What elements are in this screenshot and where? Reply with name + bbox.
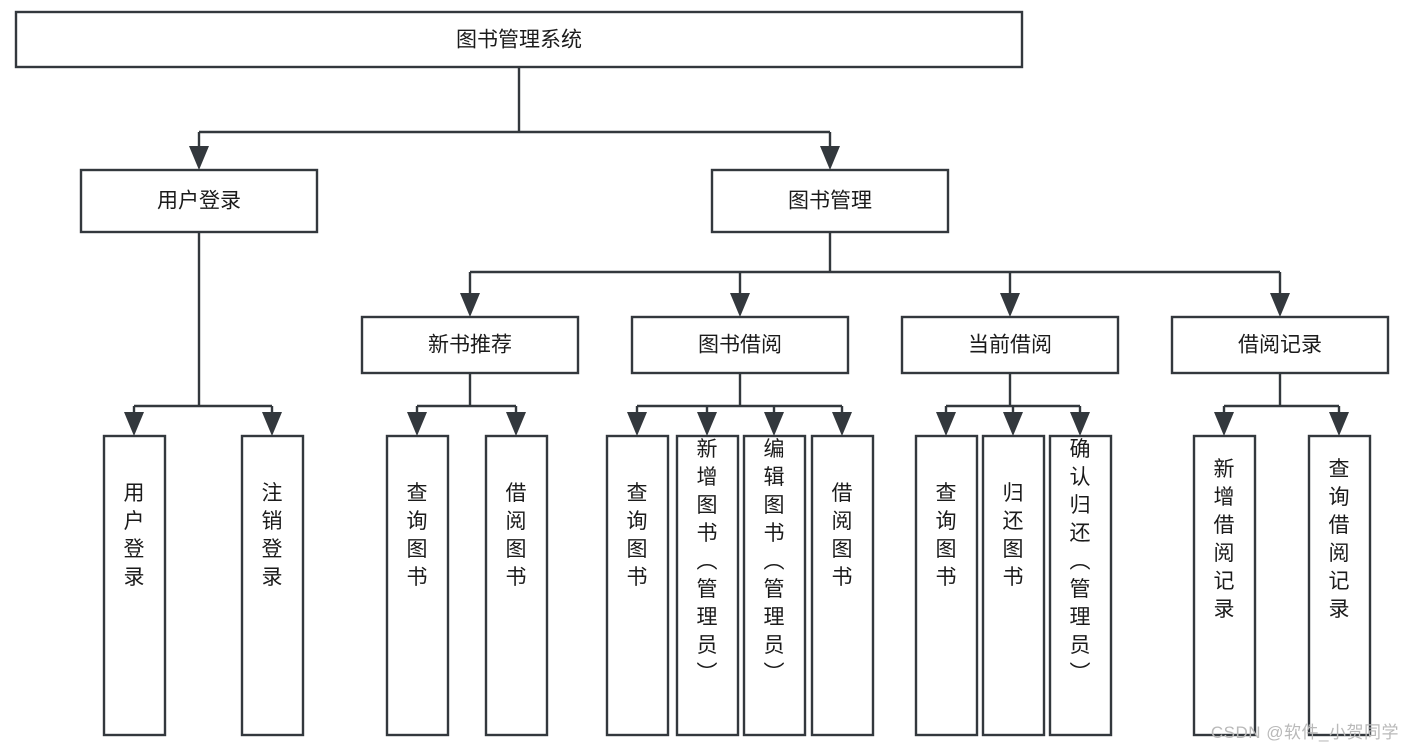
leaf-add-book-box[interactable] bbox=[675, 434, 740, 737]
node-borrow-record-label: 借阅记录 bbox=[1238, 334, 1322, 357]
leaf-confirm-return-label: 确认归还︵管理员︶ bbox=[1070, 438, 1091, 685]
node-new-book-rec-box[interactable] bbox=[360, 315, 580, 375]
leaf-query-book-3-box[interactable] bbox=[914, 434, 979, 737]
node-user-login-label: 用户登录 bbox=[157, 190, 241, 213]
arrow-root-to-book-manage bbox=[820, 146, 840, 170]
leaf-borrow-book-1-label: 借阅图书 bbox=[506, 482, 527, 589]
node-current-borrow[interactable]: 当前借阅 bbox=[900, 315, 1120, 375]
leaf-add-record[interactable]: 新增借阅记录 bbox=[1192, 434, 1257, 737]
connector-group-root bbox=[189, 67, 840, 170]
arrow-cb-to-leaf-3 bbox=[1070, 412, 1090, 436]
leaf-query-record-label: 查询借阅记录 bbox=[1329, 458, 1350, 621]
arrow-bb-to-leaf-3 bbox=[764, 412, 784, 436]
leaf-return-book-box[interactable] bbox=[981, 434, 1046, 737]
arrow-bb-to-leaf-4 bbox=[832, 412, 852, 436]
connector-group-book-borrow bbox=[627, 373, 852, 436]
arrow-cb-to-leaf-2 bbox=[1003, 412, 1023, 436]
node-book-manage-box[interactable] bbox=[710, 168, 950, 234]
arrow-ul-to-leaf-1 bbox=[124, 412, 144, 436]
leaf-add-book-label: 新增图书︵管理员︶ bbox=[697, 438, 718, 685]
leaf-query-book-1[interactable]: 查询图书 bbox=[385, 434, 450, 737]
node-book-borrow-box[interactable] bbox=[630, 315, 850, 375]
arrow-bm-to-book-borrow bbox=[730, 293, 750, 317]
leaf-return-book[interactable]: 归还图书 bbox=[981, 434, 1046, 737]
leaf-user-login-label: 用户登录 bbox=[124, 482, 145, 589]
leaf-query-book-1-box[interactable] bbox=[385, 434, 450, 737]
leaf-return-book-label: 归还图书 bbox=[1003, 482, 1024, 589]
arrow-cb-to-leaf-1 bbox=[936, 412, 956, 436]
leaf-borrow-book-1[interactable]: 借阅图书 bbox=[484, 434, 549, 737]
node-user-login-box[interactable] bbox=[79, 168, 319, 234]
leaf-edit-book-label: 编辑图书︵管理员︶ bbox=[764, 438, 785, 685]
node-book-manage-label: 图书管理 bbox=[788, 190, 872, 213]
leaf-borrow-book-2-box[interactable] bbox=[810, 434, 875, 737]
arrow-ul-to-leaf-2 bbox=[262, 412, 282, 436]
connector-group-user-login bbox=[124, 232, 282, 436]
leaf-query-book-2[interactable]: 查询图书 bbox=[605, 434, 670, 737]
arrow-root-to-user-login bbox=[189, 146, 209, 170]
node-new-book-rec-label: 新书推荐 bbox=[428, 334, 512, 357]
leaf-user-login-box[interactable] bbox=[102, 434, 167, 737]
leaf-logout-box[interactable] bbox=[240, 434, 305, 737]
arrow-br-to-leaf-2 bbox=[1329, 412, 1349, 436]
leaf-query-record[interactable]: 查询借阅记录 bbox=[1307, 434, 1372, 737]
node-book-manage[interactable]: 图书管理 bbox=[710, 168, 950, 234]
leaf-query-book-3-label: 查询图书 bbox=[936, 482, 957, 589]
leaf-user-login[interactable]: 用户登录 bbox=[102, 434, 167, 737]
leaf-borrow-book-2-label: 借阅图书 bbox=[832, 482, 853, 589]
arrow-nbr-to-leaf-1 bbox=[407, 412, 427, 436]
node-root[interactable]: 图书管理系统 bbox=[14, 10, 1024, 69]
leaf-edit-book-box[interactable] bbox=[742, 434, 807, 737]
arrow-nbr-to-leaf-2 bbox=[506, 412, 526, 436]
arrow-bb-to-leaf-1 bbox=[627, 412, 647, 436]
node-current-borrow-label: 当前借阅 bbox=[968, 334, 1052, 357]
leaf-query-record-box[interactable] bbox=[1307, 434, 1372, 737]
node-root-box[interactable] bbox=[14, 10, 1024, 69]
node-root-label: 图书管理系统 bbox=[456, 29, 582, 52]
leaf-query-book-3[interactable]: 查询图书 bbox=[914, 434, 979, 737]
leaf-add-record-box[interactable] bbox=[1192, 434, 1257, 737]
arrow-bm-to-borrow-record bbox=[1270, 293, 1290, 317]
leaf-logout-label: 注销登录 bbox=[262, 482, 283, 589]
node-new-book-rec[interactable]: 新书推荐 bbox=[360, 315, 580, 375]
connector-group-book-manage bbox=[460, 232, 1290, 317]
leaf-logout[interactable]: 注销登录 bbox=[240, 434, 305, 737]
leaf-borrow-book-1-box[interactable] bbox=[484, 434, 549, 737]
connector-group-borrow-record bbox=[1214, 373, 1349, 436]
arrow-bm-to-current-borrow bbox=[1000, 293, 1020, 317]
leaf-add-record-label: 新增借阅记录 bbox=[1214, 458, 1235, 621]
node-borrow-record[interactable]: 借阅记录 bbox=[1170, 315, 1390, 375]
arrow-bb-to-leaf-2 bbox=[697, 412, 717, 436]
node-user-login[interactable]: 用户登录 bbox=[79, 168, 319, 234]
node-book-borrow[interactable]: 图书借阅 bbox=[630, 315, 850, 375]
leaf-borrow-book-2[interactable]: 借阅图书 bbox=[810, 434, 875, 737]
arrow-bm-to-new-book-rec bbox=[460, 293, 480, 317]
leaf-query-book-1-label: 查询图书 bbox=[407, 482, 428, 589]
leaf-add-book[interactable]: 新增图书︵管理员︶ bbox=[675, 434, 740, 737]
arrow-br-to-leaf-1 bbox=[1214, 412, 1234, 436]
leaf-confirm-return[interactable]: 确认归还︵管理员︶ bbox=[1048, 434, 1113, 737]
connector-group-new-book-rec bbox=[407, 373, 526, 436]
node-borrow-record-box[interactable] bbox=[1170, 315, 1390, 375]
csdn-watermark: CSDN @软件_小贺同学 bbox=[1210, 723, 1399, 742]
leaf-query-book-2-label: 查询图书 bbox=[627, 482, 648, 589]
leaf-query-book-2-box[interactable] bbox=[605, 434, 670, 737]
leaf-edit-book[interactable]: 编辑图书︵管理员︶ bbox=[742, 434, 807, 737]
node-book-borrow-label: 图书借阅 bbox=[698, 334, 782, 357]
connector-group-current-borrow bbox=[936, 373, 1090, 436]
leaf-confirm-return-box[interactable] bbox=[1048, 434, 1113, 737]
node-current-borrow-box[interactable] bbox=[900, 315, 1120, 375]
